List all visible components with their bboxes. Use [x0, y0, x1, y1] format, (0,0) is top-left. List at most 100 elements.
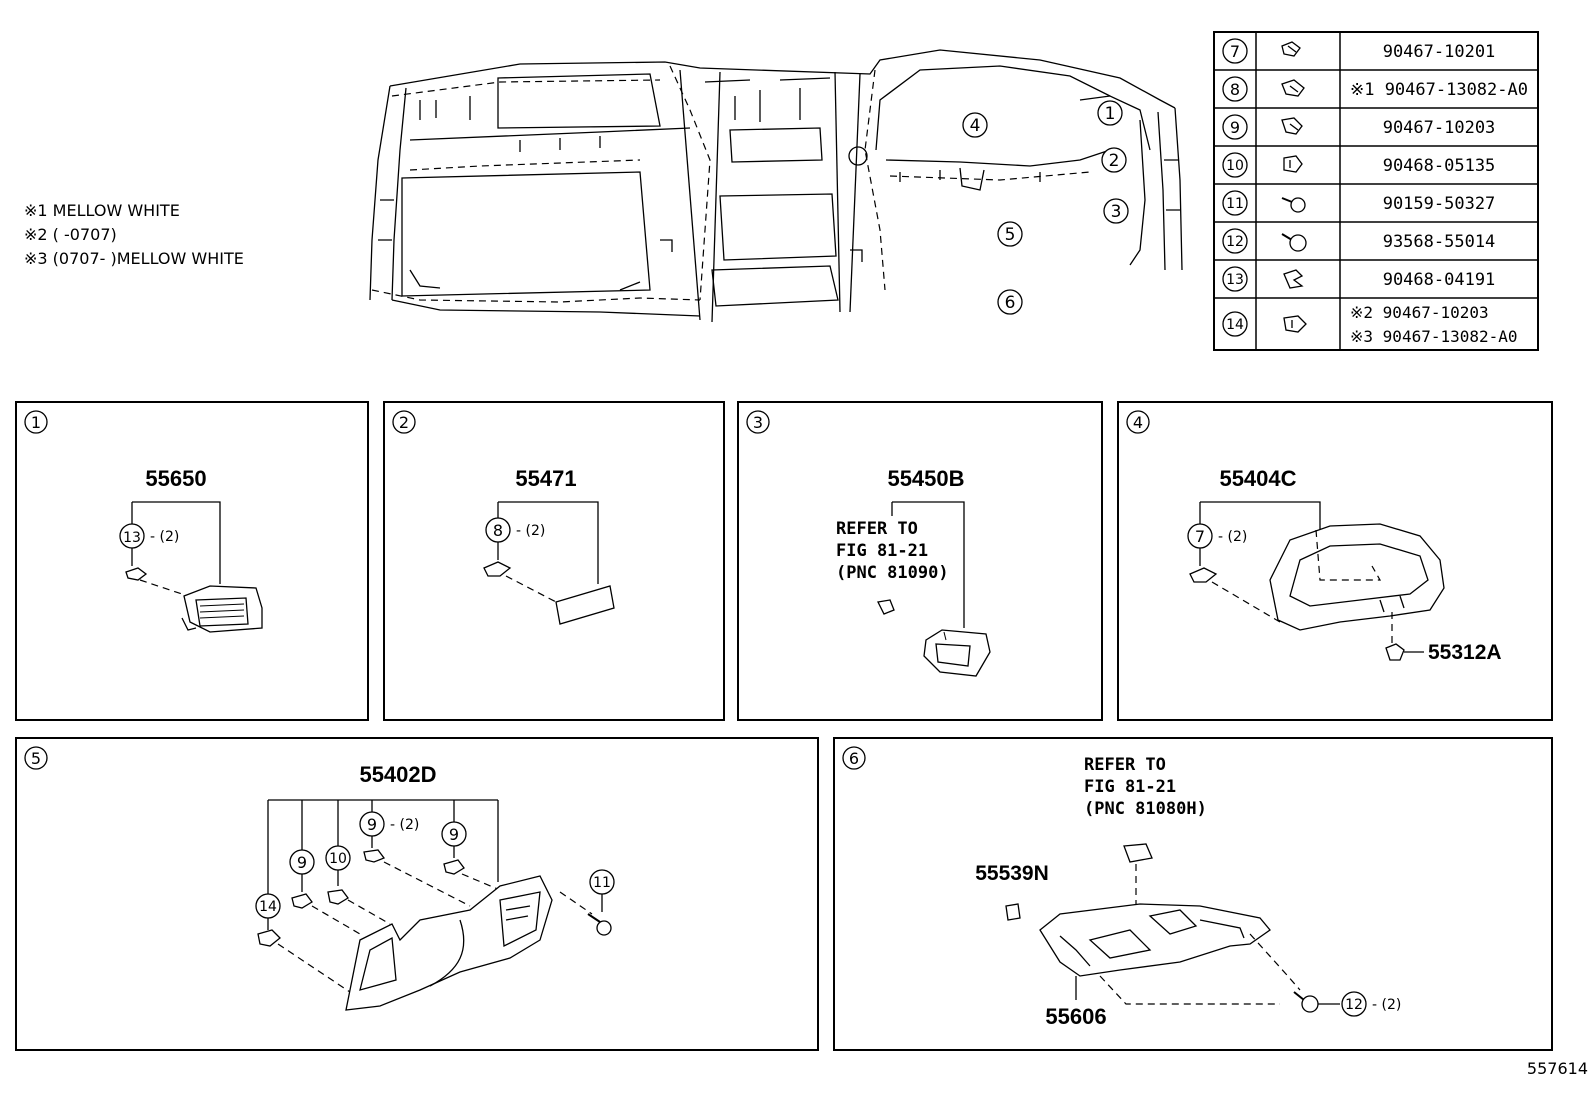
- overview-callouts: 1 2 3 4 5 6: [962, 100, 1129, 315]
- detail-panel-6: 6 REFER TO FIG 81-21 (PNC 81080H) 55539N…: [833, 737, 1553, 1051]
- dashboard-overview-drawing: [369, 49, 1183, 323]
- connector-icon: [877, 599, 895, 615]
- table-row: 7 90467-10201: [1222, 38, 1496, 64]
- table-part-number: ※2 90467-10203: [1350, 303, 1489, 322]
- refer-line-1: REFER TO: [836, 519, 918, 539]
- table-ref: 13: [1226, 272, 1244, 288]
- callout-9: 9: [449, 825, 459, 844]
- callout-14: 14: [259, 899, 277, 915]
- table-row: 13 90468-04191: [1222, 266, 1496, 292]
- part-number-2: 55312A: [1428, 641, 1502, 664]
- screw-icon: [1293, 991, 1319, 1013]
- quantity-label: - (2): [1372, 997, 1401, 1013]
- air-vent-part: [181, 585, 263, 633]
- table-ref: 9: [1230, 118, 1240, 137]
- quantity-label: - (2): [150, 529, 179, 545]
- table-part-number: 90468-04191: [1383, 270, 1496, 290]
- table-part-number: 90467-10203: [1383, 118, 1496, 138]
- table-ref: 11: [1226, 196, 1244, 212]
- panel-number: 2: [399, 413, 409, 432]
- callout-10: 10: [329, 851, 347, 867]
- table-ref: 14: [1226, 317, 1244, 333]
- nut-icon: [327, 889, 349, 905]
- table-part-number-2: ※3 90467-13082-A0: [1350, 327, 1518, 346]
- screw-icon: [1281, 233, 1307, 252]
- table-part-number: ※1 90467-13082-A0: [1350, 80, 1528, 100]
- clip-icon: [1189, 567, 1218, 583]
- clip-icon: [1281, 79, 1305, 97]
- refer-line-1: REFER TO: [1084, 755, 1166, 775]
- detail-panel-2: 2 55471 8 - (2): [383, 401, 725, 721]
- clip-icon: [363, 849, 386, 863]
- table-ref: 12: [1226, 234, 1244, 250]
- table-ref: 10: [1226, 158, 1244, 174]
- callout-7: 7: [1195, 527, 1205, 546]
- legend: ※1 MELLOW WHITE ※2 ( -0707) ※3 (0707- )M…: [24, 201, 244, 268]
- refer-line-2: FIG 81-21: [836, 541, 928, 561]
- clip-icon: [443, 859, 465, 875]
- legend-note-2: ※2 ( -0707): [24, 225, 117, 244]
- clip-icon: [1385, 643, 1405, 661]
- clip-icon: [1005, 903, 1021, 921]
- refer-line-2: FIG 81-21: [1084, 777, 1176, 797]
- switch-part: [923, 629, 991, 677]
- overview-callout-3: 3: [1111, 202, 1122, 222]
- callout-8: 8: [493, 521, 503, 540]
- screw-icon: [1281, 197, 1306, 213]
- detail-panel-3: 3 55450B REFER TO FIG 81-21 (PNC 81090): [737, 401, 1103, 721]
- detail-panel-5: 5 55402D 9 - (2) 9 9 10 14 11: [15, 737, 819, 1051]
- clip-icon: [1283, 269, 1304, 289]
- table-row: 14 ※2 90467-10203 ※3 90467-13082-A0: [1222, 303, 1518, 346]
- callout-13: 13: [123, 530, 141, 546]
- part-number: 55402D: [359, 762, 436, 787]
- clip-icon: [291, 893, 313, 909]
- refer-line-3: (PNC 81080H): [1084, 799, 1207, 819]
- part-number: 55650: [145, 466, 206, 491]
- part-number: 55606: [1045, 1004, 1106, 1029]
- trim-plate-part: [555, 585, 615, 625]
- table-row: 9 90467-10203: [1222, 114, 1496, 140]
- part-number: 55450B: [887, 466, 964, 491]
- part-number-2: 55539N: [975, 862, 1049, 885]
- lower-panel-part: [345, 875, 553, 1011]
- clip-icon: [483, 561, 512, 577]
- part-number: 55404C: [1219, 466, 1296, 491]
- overview-callout-6: 6: [1005, 293, 1016, 313]
- refer-line-3: (PNC 81090): [836, 563, 949, 583]
- panel-number: 6: [849, 749, 859, 768]
- detail-panel-4: 4 55404C 7 - (2) 55312A: [1117, 401, 1553, 721]
- connector-icon: [1123, 843, 1153, 863]
- under-cover-part: [1039, 903, 1271, 977]
- callout-12: 12: [1345, 997, 1363, 1013]
- parts-table: 7 90467-10201 8 ※1 90467-13082-A0 9 9046…: [1213, 31, 1539, 351]
- overview-callout-5: 5: [1005, 225, 1016, 245]
- clip-icon: [125, 567, 148, 581]
- panel-number: 3: [753, 413, 763, 432]
- overview-callout-4: 4: [970, 116, 981, 136]
- table-part-number: 90468-05135: [1383, 156, 1496, 176]
- clip-icon: [1283, 315, 1307, 333]
- panel-number: 5: [31, 749, 41, 768]
- table-row: 10 90468-05135: [1222, 152, 1496, 178]
- callout-9: 9: [367, 815, 377, 834]
- table-part-number: 90159-50327: [1383, 194, 1496, 214]
- quantity-label: - (2): [516, 523, 545, 539]
- table-part-number: 90467-10201: [1383, 42, 1496, 62]
- table-row: 12 93568-55014: [1222, 228, 1495, 254]
- nut-icon: [1283, 155, 1303, 173]
- overview-callout-2: 2: [1109, 151, 1120, 171]
- legend-note-3: ※3 (0707- )MELLOW WHITE: [24, 249, 244, 268]
- table-row: 11 90159-50327: [1222, 190, 1496, 216]
- table-row: 8 ※1 90467-13082-A0: [1222, 76, 1528, 102]
- panel-number: 4: [1133, 413, 1143, 432]
- figure-id: 557614: [1527, 1059, 1588, 1078]
- screw-icon: [587, 913, 612, 936]
- clip-icon: [257, 929, 281, 947]
- callout-11: 11: [593, 875, 611, 891]
- detail-panel-1: 1 55650 13 - (2): [15, 401, 369, 721]
- clip-icon: [1281, 41, 1301, 57]
- table-ref: 8: [1230, 80, 1240, 99]
- overview-callout-1: 1: [1105, 104, 1116, 124]
- callout-9: 9: [297, 853, 307, 872]
- quantity-label: - (2): [1218, 529, 1247, 545]
